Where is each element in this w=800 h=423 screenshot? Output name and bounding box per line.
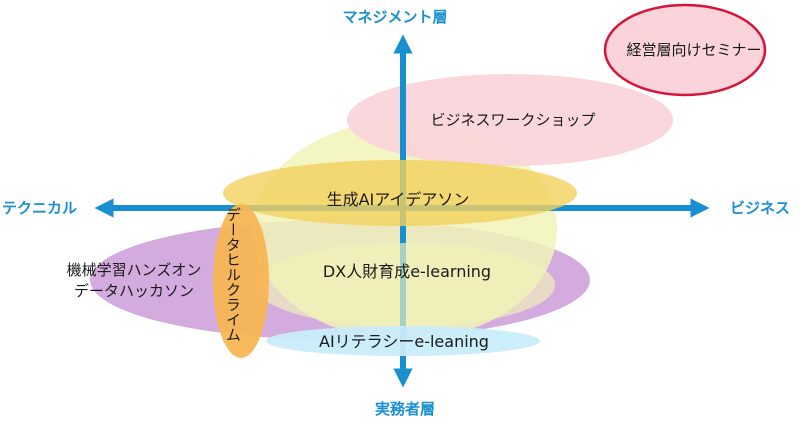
workshop-region: [347, 74, 673, 166]
axis-label-right: ビジネス: [730, 199, 790, 217]
workshop-label: ビジネスワークショップ: [430, 111, 595, 129]
axis-label-top: マネジメント層: [342, 8, 447, 26]
axis-label-bottom: 実務者層: [375, 400, 435, 418]
data-hill-climb-region: [213, 204, 269, 358]
ai-literacy-region: [266, 326, 540, 356]
executive-seminar-region: [603, 3, 767, 97]
dx-elearning-overlay: [255, 243, 555, 327]
seminar-label: 経営層向けセミナー: [626, 41, 761, 59]
ideathon-region: [223, 160, 577, 226]
ideathon-label: 生成AIアイデアソン: [327, 190, 470, 209]
ai-literacy-label: AIリテラシーe-leaning: [319, 332, 489, 351]
axis-label-left: テクニカル: [2, 199, 77, 217]
dx-elearning-label: DX人財育成e-learning: [323, 262, 491, 281]
ml-hands-on-label-line1: 機械学習ハンズオン: [67, 261, 202, 279]
data-hill-climb-label: データヒルクライム: [224, 207, 242, 342]
ml-hands-on-label-line2: データハッカソン: [74, 282, 194, 300]
